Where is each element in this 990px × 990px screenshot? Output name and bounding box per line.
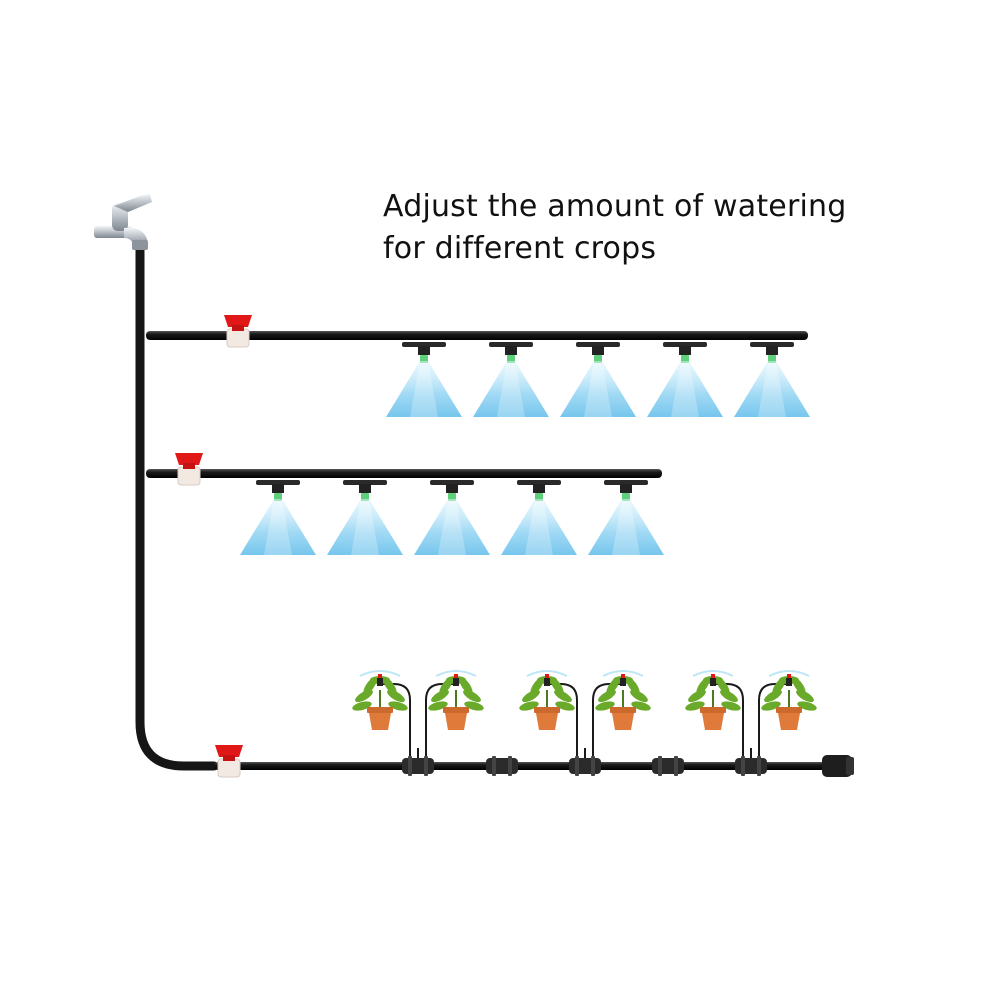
connector-icon [652,756,684,776]
valve-icon [215,745,243,778]
drip-line [352,670,854,777]
connector-icon [569,756,601,776]
spray-cone-icon [414,499,490,555]
drip-stake-icon [710,674,716,686]
drip-stake-icon [786,674,792,686]
misting-nozzle-icon [256,480,300,501]
upper-mist-line [386,342,810,417]
drip-stake-icon [544,674,550,686]
connector-icon [486,756,518,776]
spray-cone-icon [473,361,549,417]
spray-cone-icon [647,361,723,417]
spray-cone-icon [327,499,403,555]
caption-line-2: for different crops [383,231,657,266]
misting-nozzle-icon [489,342,533,363]
main-supply-pipe [135,233,219,771]
connector-icon [735,756,767,776]
spray-cone-icon [501,499,577,555]
caption: Adjust the amount of watering for differ… [383,186,903,270]
valve-icon [175,453,203,486]
misting-nozzle-icon [343,480,387,501]
misting-nozzle-icon [663,342,707,363]
valve-icon [224,315,252,348]
drip-stake-icon [377,674,383,686]
spray-cone-icon [560,361,636,417]
misting-nozzle-icon [576,342,620,363]
drip-line-pipe [214,762,844,770]
potted-plant-icon [761,670,817,730]
spray-cone-icon [240,499,316,555]
middle-mist-line [240,480,664,555]
connector-icon [402,756,434,776]
drip-stake-icon [453,674,459,686]
caption-line-1: Adjust the amount of watering [383,189,847,224]
spray-cone-icon [734,361,810,417]
potted-plant-icon [685,670,741,730]
spray-cone-icon [588,499,664,555]
middle-branch-pipe [146,469,662,478]
misting-nozzle-icon [604,480,648,501]
misting-nozzle-icon [430,480,474,501]
upper-branch-pipe [146,331,808,340]
potted-plant-icon [428,670,484,730]
misting-nozzle-icon [517,480,561,501]
misting-nozzle-icon [750,342,794,363]
spray-cone-icon [386,361,462,417]
potted-plant-icon [595,670,651,730]
drip-stake-icon [620,674,626,686]
potted-plant-icon [352,670,408,730]
end-cap-icon [822,755,854,777]
faucet-icon [94,194,152,250]
misting-nozzle-icon [402,342,446,363]
